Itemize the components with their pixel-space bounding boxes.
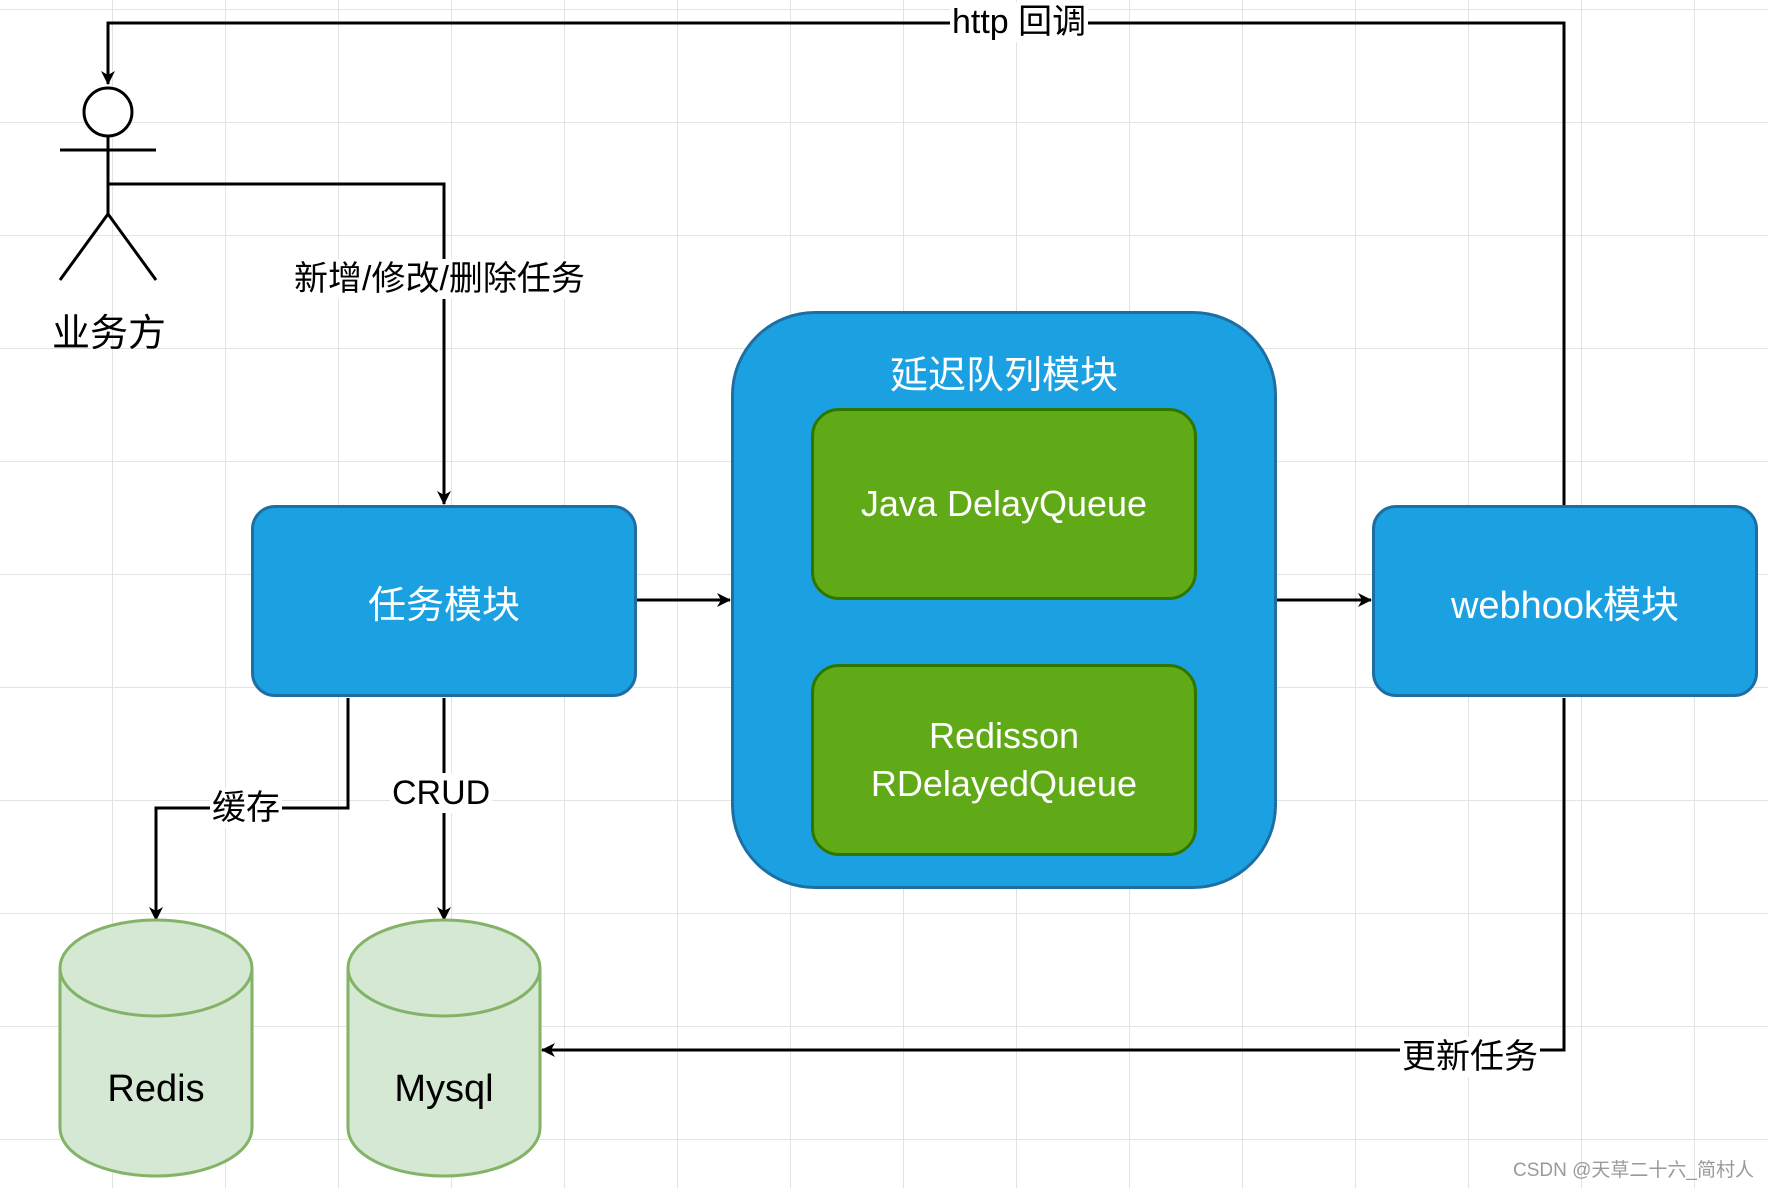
redisson-label-line2: RDelayedQueue [870, 763, 1138, 804]
webhook-module[interactable]: webhook模块 [1372, 505, 1758, 697]
edge-update-task[interactable] [541, 698, 1566, 1057]
edge-label-cache: 缓存 [210, 788, 282, 828]
redis-label: Redis [107, 1068, 205, 1110]
edge-label-crud-task: 新增/修改/删除任务 [292, 259, 587, 299]
edge-crud-task[interactable] [108, 182, 451, 505]
java-delayqueue-block[interactable]: Java DelayQueue [811, 408, 1197, 600]
redisson-label-line1: Redisson [928, 715, 1080, 756]
actor-figure[interactable] [58, 86, 158, 281]
watermark: CSDN @天草二十六_简村人 [1513, 1160, 1754, 1181]
delay-queue-module-title: 延迟队列模块 [889, 355, 1118, 397]
redisson-rdelayedqueue-block[interactable]: Redisson RDelayedQueue [811, 664, 1197, 856]
edge-label-crud: CRUD [390, 773, 493, 813]
redis-cylinder[interactable] [58, 918, 254, 1178]
edge-label-update-task: 更新任务 [1400, 1037, 1540, 1077]
mysql-cylinder[interactable] [346, 918, 542, 1178]
mysql-label: Mysql [394, 1068, 494, 1110]
edge-http-callback[interactable] [101, 21, 1566, 508]
task-module[interactable]: 任务模块 [251, 505, 637, 697]
actor-label: 业务方 [52, 313, 167, 355]
edge-label-http-callback: http 回调 [950, 2, 1089, 42]
